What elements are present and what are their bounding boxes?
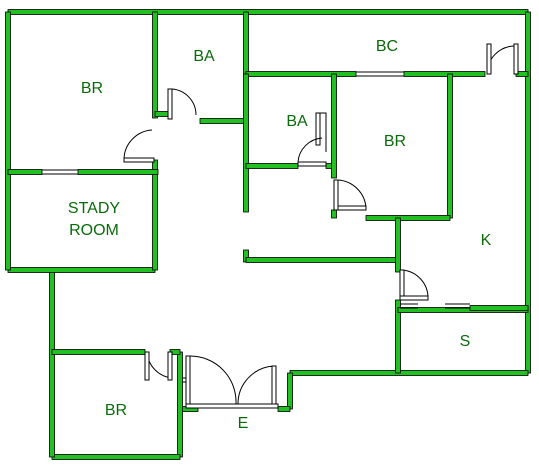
wall-segment: [51, 349, 146, 355]
wall-segment: [199, 118, 247, 124]
door-swing-arc: [189, 355, 237, 405]
wall-segment: [331, 209, 337, 219]
door-leaf: [167, 88, 173, 120]
wall-segment: [5, 11, 11, 271]
wall-segment: [403, 71, 486, 77]
wall-segment: [49, 269, 55, 458]
door-leaf: [144, 351, 150, 381]
door-swing-arc: [123, 129, 153, 159]
door-leaf: [486, 43, 492, 75]
door-swing-arc: [337, 179, 367, 209]
room-label-storage: S: [460, 333, 471, 350]
wall-segment: [245, 257, 399, 263]
door-swing-arc: [401, 269, 429, 299]
doors: [123, 43, 519, 409]
room-label-bathroom-top: BA: [193, 48, 215, 65]
room-label-bedroom-middle: BR: [384, 133, 406, 150]
door-leaf: [337, 205, 367, 211]
wall-segment: [395, 299, 401, 374]
wall-segment: [51, 454, 181, 460]
room-label-entrance: E: [238, 415, 249, 432]
wall-segment: [152, 159, 158, 271]
door-leaf: [167, 351, 173, 381]
wall-segment: [469, 305, 529, 311]
wall-segment: [245, 163, 299, 169]
wall-segment: [277, 406, 291, 412]
wall-segment: [525, 11, 531, 374]
room-label-study-line1: STADY: [68, 200, 120, 217]
door-leaf: [333, 179, 339, 211]
room-label-bedroom-top-left: BR: [81, 80, 103, 97]
wall-segment: [447, 73, 453, 219]
room-label-kitchen: K: [481, 232, 492, 249]
wall-segment: [177, 351, 183, 458]
walls: [5, 9, 531, 460]
door-leaf: [513, 43, 519, 75]
door-leaf: [297, 161, 327, 167]
wall-segment: [152, 11, 158, 119]
wall-segment: [243, 11, 249, 75]
wall-segment: [365, 215, 451, 221]
wall-segment: [7, 267, 156, 273]
door-leaf: [185, 403, 279, 409]
door-leaf: [315, 112, 321, 146]
wall-segment: [7, 9, 529, 15]
door-swing-arc: [237, 365, 275, 405]
door-leaf: [185, 355, 191, 405]
wall-segment: [395, 217, 401, 273]
door-leaf: [123, 157, 155, 163]
door-swing-arc: [171, 88, 197, 116]
wall-segment: [245, 71, 357, 77]
room-label-bathroom-middle: BA: [286, 113, 308, 130]
room-label-study-line2: ROOM: [69, 222, 119, 239]
door-openings: [42, 71, 470, 383]
door-leaf: [271, 365, 277, 405]
wall-segment: [7, 169, 43, 175]
wall-segment: [289, 370, 529, 376]
wall-segment: [77, 169, 159, 175]
room-label-bedroom-bottom: BR: [105, 402, 127, 419]
door-leaf: [399, 295, 429, 301]
wall-segment: [154, 111, 169, 117]
room-label-bc: BC: [376, 38, 398, 55]
door-swing-arc: [297, 137, 323, 163]
wall-segment: [243, 73, 249, 213]
wall-segment: [331, 73, 337, 179]
wall-segment: [287, 372, 293, 410]
